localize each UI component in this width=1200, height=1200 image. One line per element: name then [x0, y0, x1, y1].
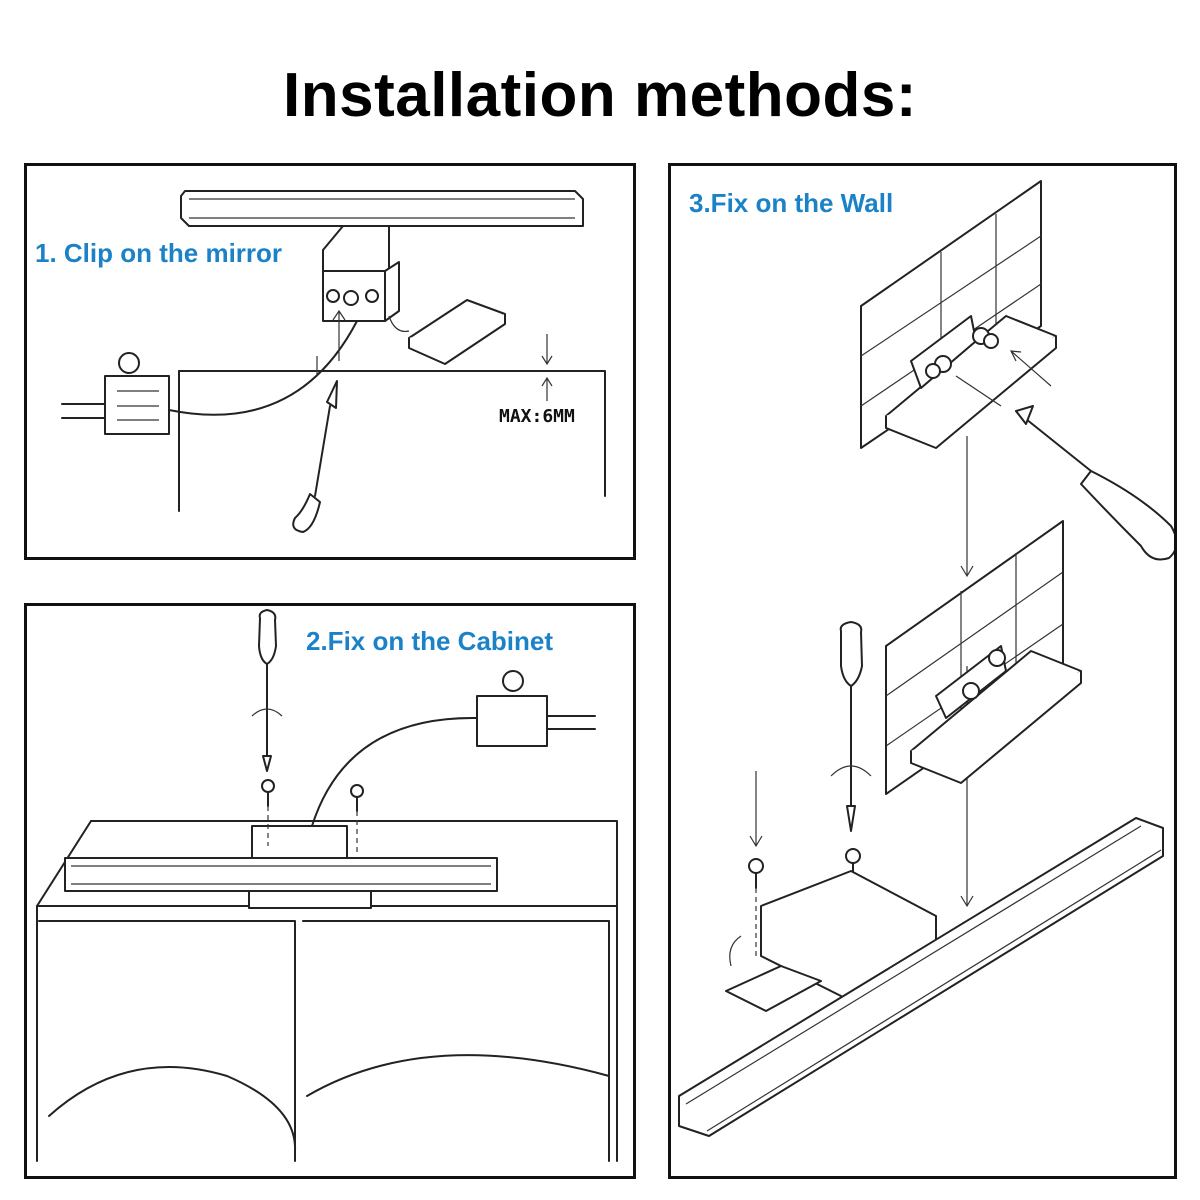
- arrow-icon: [332, 309, 346, 361]
- panel-fix-on-cabinet: 2.Fix on the Cabinet: [24, 603, 636, 1179]
- power-cable: [311, 716, 478, 827]
- fix-on-cabinet-illustration: [36, 609, 618, 1162]
- arrow-icon: [955, 375, 1002, 407]
- wall-tile-upper: [860, 180, 1042, 449]
- mounting-plate-icon: [885, 315, 1057, 449]
- step-label-fix-on-wall: 3.Fix on the Wall: [689, 188, 894, 218]
- arrow-icon: [960, 436, 974, 578]
- page-title: Installation methods:: [283, 61, 917, 130]
- screwdriver-icon: [292, 380, 338, 533]
- panel-clip-on-mirror: 1. Clip on the mirror MAX:6MM: [24, 163, 636, 560]
- panel-fix-on-wall: 3.Fix on the Wall: [668, 163, 1177, 1179]
- max-thickness-arrow: [541, 334, 553, 366]
- screw-icon: [925, 333, 999, 379]
- screw-icon: [845, 848, 861, 879]
- led-bar-light: [678, 817, 1164, 1137]
- mounting-plate: [248, 890, 372, 909]
- screwdriver-icon: [1015, 405, 1174, 561]
- mirror-outline: [178, 370, 606, 497]
- cabinet-outline: [36, 820, 618, 1162]
- mounting-plate-icon: [910, 645, 1082, 784]
- screw-icon: [350, 784, 364, 854]
- step-label-fix-on-cabinet: 2.Fix on the Cabinet: [306, 626, 554, 656]
- led-bar-light: [180, 190, 584, 227]
- driver-box-icon: [61, 352, 170, 435]
- arrow-icon: [1009, 350, 1052, 387]
- arrow-icon: [388, 315, 410, 333]
- max-thickness-label: MAX:6MM: [499, 406, 575, 427]
- rotation-arrow: [251, 708, 283, 717]
- arrow-icon: [749, 771, 763, 848]
- clip-on-mirror-illustration: [61, 190, 606, 533]
- screw-icon: [748, 858, 764, 956]
- magnet-pad-icon: [408, 299, 506, 365]
- fix-on-wall-illustration: [678, 180, 1174, 1137]
- screwdriver-icon: [830, 621, 872, 832]
- mirror-clamp-bracket: [322, 225, 400, 322]
- screw-icon: [261, 779, 275, 846]
- step-label-clip-on-mirror: 1. Clip on the mirror: [35, 238, 283, 268]
- led-bar-light: [64, 825, 498, 892]
- driver-box-icon: [476, 670, 596, 747]
- screwdriver-icon: [251, 609, 283, 772]
- rotation-arrow: [830, 765, 872, 777]
- power-cable: [168, 320, 358, 416]
